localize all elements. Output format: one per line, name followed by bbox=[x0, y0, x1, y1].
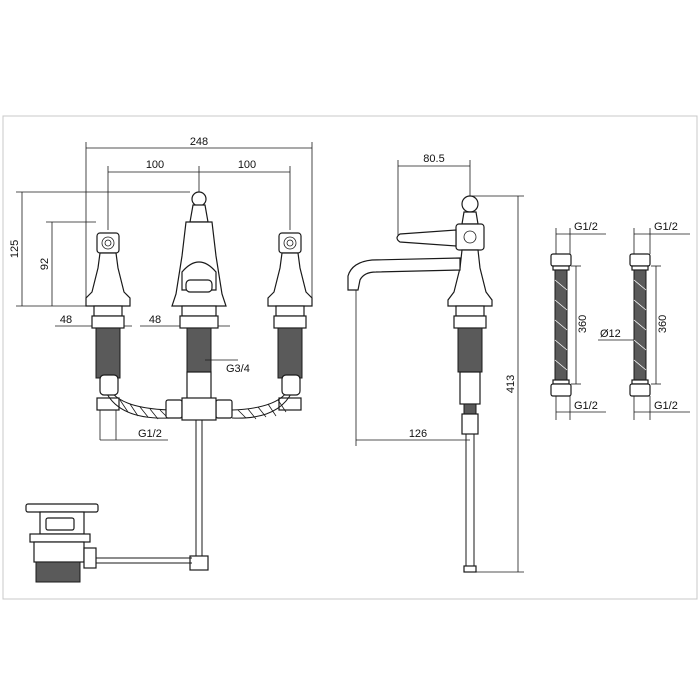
dim-overall-width-label: 248 bbox=[190, 136, 208, 148]
hose-a-top-thread-label: G1/2 bbox=[574, 221, 598, 233]
dim-spout-reach-label: 126 bbox=[409, 428, 427, 440]
dim-total-height: 125 bbox=[9, 191, 190, 307]
dim-handle-offset-label: 80.5 bbox=[423, 153, 444, 165]
hose-b-bottom-thread-label: G1/2 bbox=[654, 400, 678, 412]
dim-handle-height: 92 bbox=[39, 221, 96, 306]
right-valve bbox=[267, 232, 313, 411]
dim-total-height-label: 125 bbox=[9, 240, 21, 258]
dim-spacing: 100 100 bbox=[107, 159, 291, 230]
dim-left-spacing-label: 100 bbox=[146, 159, 164, 171]
dim-spout-base-label: 48 bbox=[149, 314, 161, 326]
hose-b: G1/2 Ø12 360 G1/2 bbox=[598, 221, 690, 420]
drawing-frame bbox=[2, 115, 698, 600]
dim-valve-thread-label: G1/2 bbox=[138, 428, 162, 440]
dim-handle-height-label: 92 bbox=[39, 258, 51, 270]
dim-total-length-label: 413 bbox=[505, 375, 517, 393]
hose-a-bottom-thread-label: G1/2 bbox=[574, 400, 598, 412]
waste-assembly bbox=[25, 503, 99, 583]
dim-spout-thread-label: G3/4 bbox=[226, 363, 250, 375]
popup-rod bbox=[92, 420, 209, 571]
side-tap-body bbox=[347, 195, 493, 573]
hose-b-diameter-label: Ø12 bbox=[600, 328, 621, 340]
dim-overall-width: 248 bbox=[85, 136, 313, 300]
hose-a: G1/2 360 G1/2 bbox=[550, 221, 606, 420]
centre-spout: G3/4 bbox=[171, 191, 250, 401]
hose-a-length-label: 360 bbox=[577, 315, 589, 333]
front-view: 248 100 100 125 92 48 48 bbox=[9, 136, 313, 583]
dim-right-spacing-label: 100 bbox=[238, 159, 256, 171]
dim-left-base-label: 48 bbox=[60, 314, 72, 326]
connecting-hoses bbox=[99, 374, 301, 421]
hose-b-top-thread-label: G1/2 bbox=[654, 221, 678, 233]
hose-b-length-label: 360 bbox=[657, 315, 669, 333]
left-valve bbox=[85, 232, 131, 440]
side-view: 80.5 413 126 bbox=[347, 153, 524, 573]
